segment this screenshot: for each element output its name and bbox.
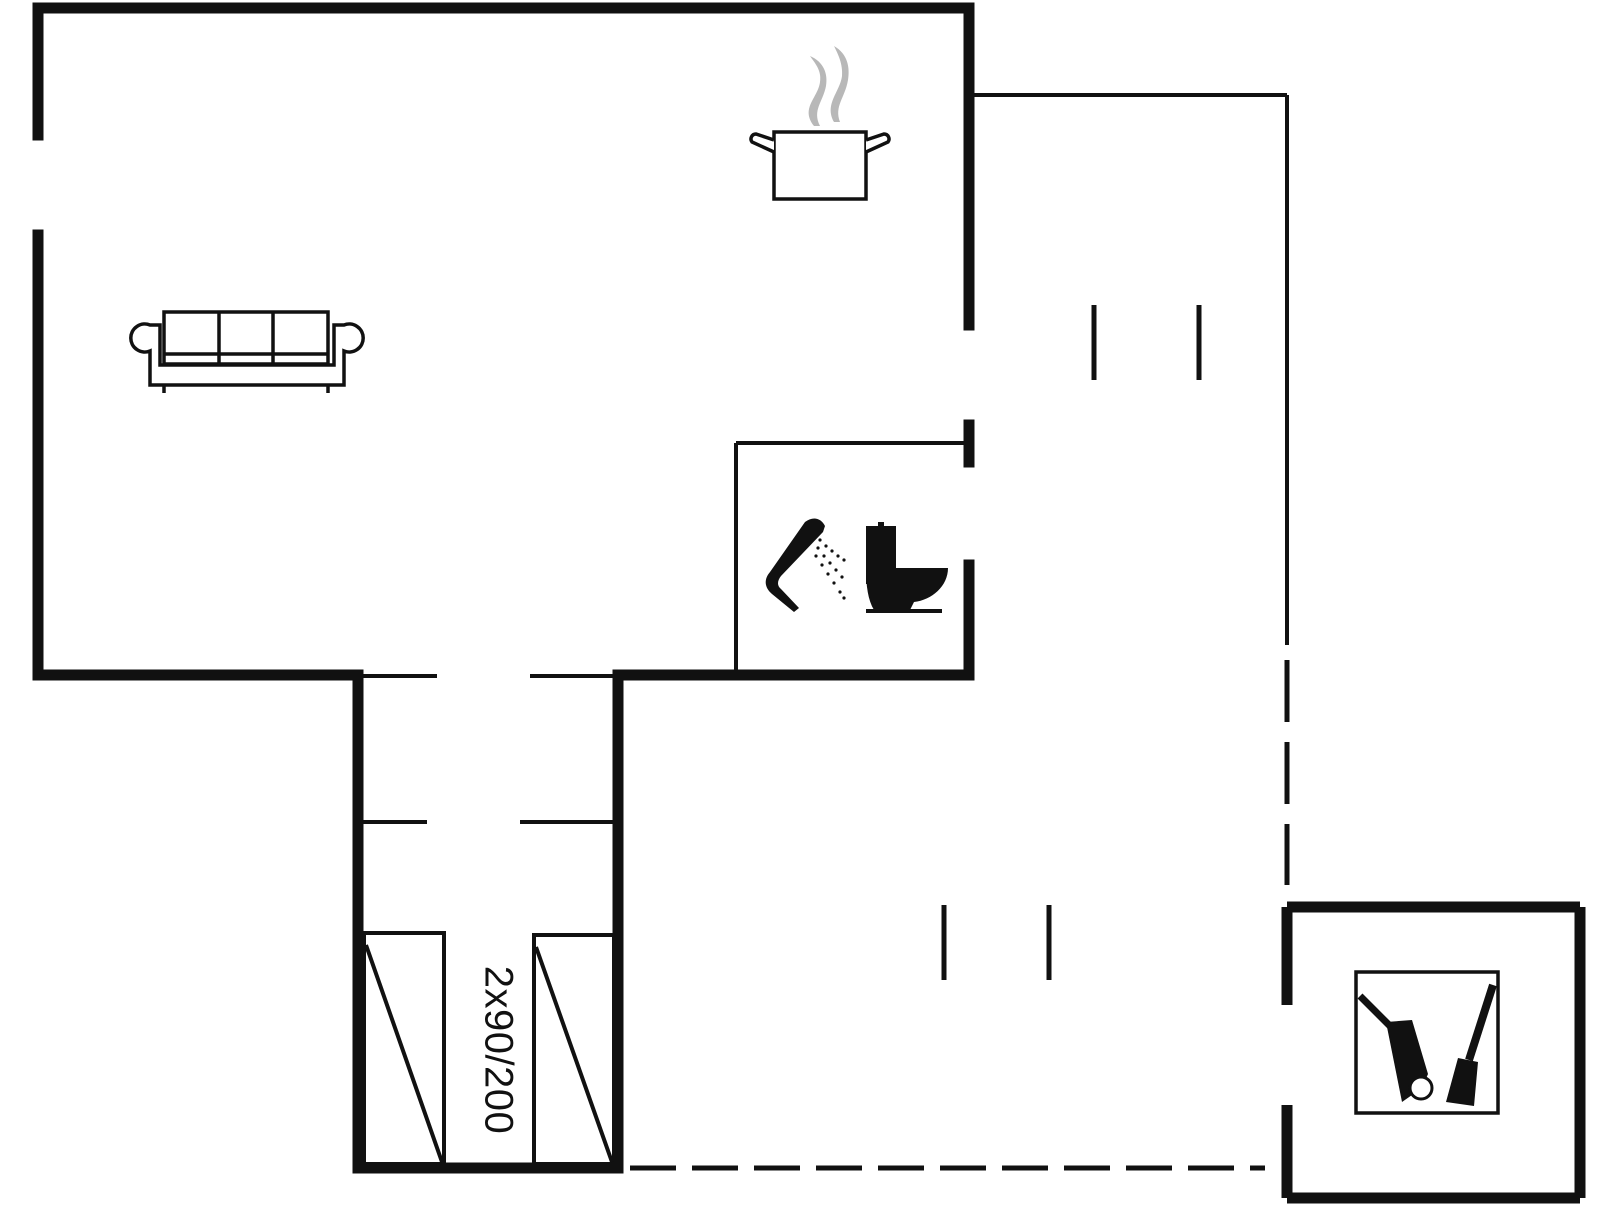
tools-icon	[1354, 970, 1500, 1115]
interior-walls	[358, 93, 1289, 824]
toilet-icon	[866, 522, 948, 613]
cooking-pot-icon	[749, 46, 891, 201]
bed-icon	[532, 933, 616, 1166]
terrace-dashed-edges	[630, 660, 1290, 1171]
bed-icon	[362, 931, 446, 1166]
window-marks	[941, 305, 1202, 980]
bed-size-label: 2x90/200	[476, 965, 521, 1135]
sofa-icon	[129, 310, 365, 393]
exterior-walls	[32, 2, 975, 1174]
utility-shed	[1281, 901, 1586, 1204]
shower-icon	[765, 518, 846, 612]
